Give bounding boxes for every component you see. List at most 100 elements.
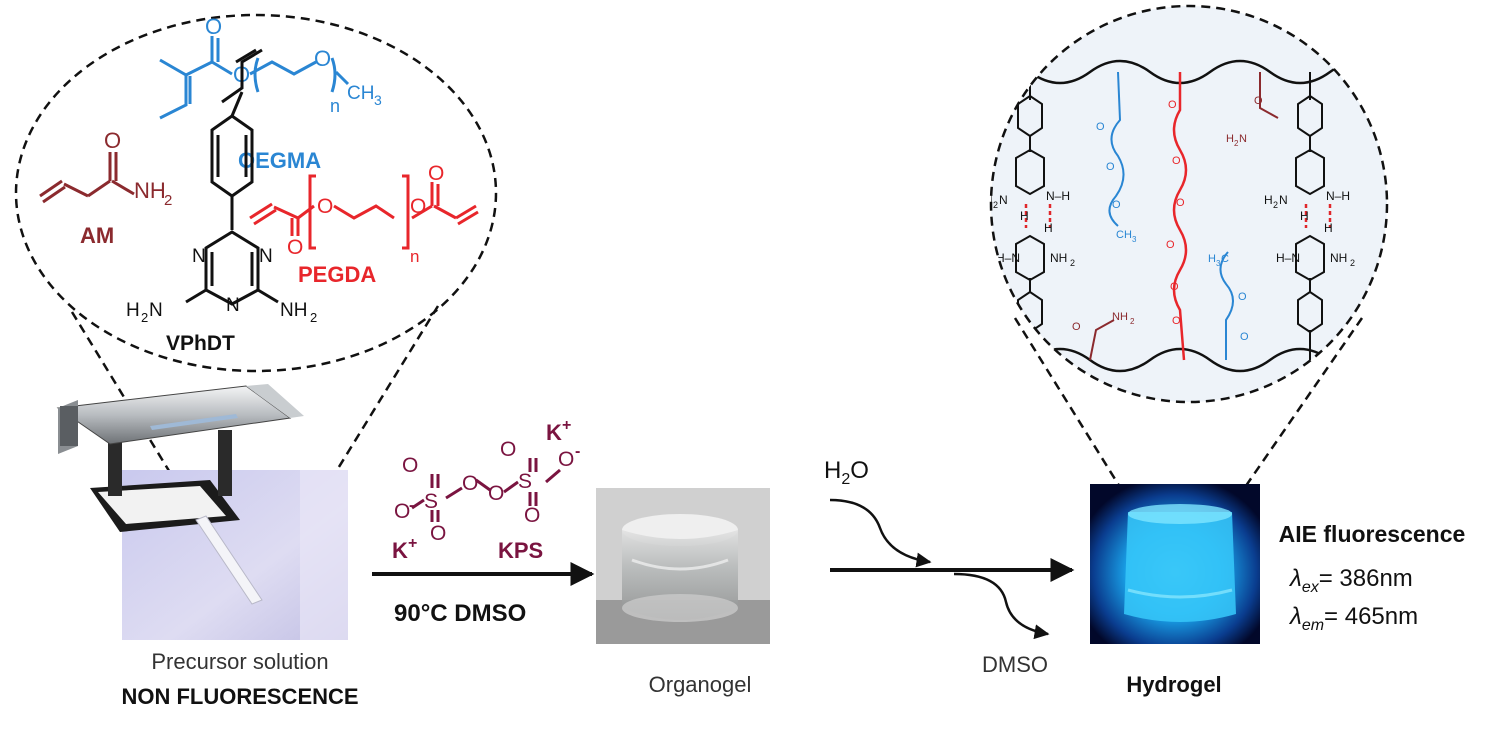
svg-text:H: H bbox=[1300, 209, 1309, 223]
svg-text:O: O bbox=[1096, 121, 1105, 133]
svg-text:3: 3 bbox=[374, 92, 382, 108]
svg-text:O: O bbox=[314, 46, 331, 71]
svg-text:CH: CH bbox=[347, 83, 374, 104]
svg-text:n: n bbox=[330, 96, 340, 116]
svg-text:O: O bbox=[1170, 281, 1179, 293]
svg-text:O: O bbox=[500, 438, 516, 461]
svg-text:H: H bbox=[1226, 133, 1234, 145]
svg-text:N: N bbox=[1239, 133, 1247, 145]
pegda-label: PEGDA bbox=[298, 262, 376, 287]
svg-text:NH: NH bbox=[134, 178, 166, 203]
svg-text:H: H bbox=[126, 300, 140, 321]
svg-text:O: O bbox=[1254, 95, 1263, 107]
svg-text:H: H bbox=[984, 193, 993, 207]
svg-text:O: O bbox=[558, 448, 574, 471]
svg-text:H: H bbox=[1208, 253, 1216, 265]
hydrogel-photo bbox=[1090, 484, 1260, 644]
svg-text:2: 2 bbox=[1070, 258, 1075, 268]
svg-text:NH: NH bbox=[280, 300, 307, 321]
organogel-caption: Organogel bbox=[649, 672, 752, 697]
svg-text:NH: NH bbox=[1112, 311, 1128, 323]
svg-text:n: n bbox=[410, 247, 419, 266]
svg-text:C: C bbox=[1221, 253, 1229, 265]
am-structure bbox=[39, 152, 135, 204]
svg-text:S: S bbox=[518, 470, 532, 493]
svg-text:O: O bbox=[104, 128, 121, 153]
svg-text:N–H: N–H bbox=[1046, 189, 1070, 203]
am-atoms: O NH 2 bbox=[104, 128, 172, 209]
svg-text:2: 2 bbox=[1350, 258, 1355, 268]
svg-text:N: N bbox=[1279, 193, 1288, 207]
svg-text:2: 2 bbox=[141, 310, 148, 325]
svg-text:-: - bbox=[575, 443, 580, 460]
pegda-structure bbox=[249, 174, 479, 250]
svg-text:H: H bbox=[1020, 209, 1029, 223]
kps-label: KPS bbox=[498, 538, 543, 563]
dmso-out-label: DMSO bbox=[982, 652, 1048, 677]
reaction-conditions: 90°C DMSO bbox=[394, 600, 526, 627]
svg-text:3: 3 bbox=[1132, 235, 1137, 244]
svg-text:N: N bbox=[149, 300, 163, 321]
svg-text:NH: NH bbox=[1050, 251, 1067, 265]
oegma-atoms: O O O n CH 3 bbox=[205, 14, 382, 116]
water-label: H2O bbox=[824, 457, 869, 488]
svg-text:2: 2 bbox=[310, 310, 317, 325]
precursor-caption: Precursor solution bbox=[151, 649, 328, 674]
svg-text:NH: NH bbox=[1330, 251, 1347, 265]
svg-text:K: K bbox=[392, 538, 408, 563]
svg-text:2: 2 bbox=[1273, 200, 1278, 210]
svg-text:2: 2 bbox=[1234, 139, 1239, 148]
svg-text:O: O bbox=[524, 504, 540, 527]
svg-text:K: K bbox=[546, 420, 562, 445]
am-label: AM bbox=[80, 223, 114, 248]
svg-text:O: O bbox=[394, 500, 410, 523]
svg-text:N: N bbox=[259, 246, 273, 267]
oegma-label: OEGMA bbox=[238, 148, 321, 173]
svg-text:O: O bbox=[205, 14, 222, 39]
svg-text:O: O bbox=[428, 162, 444, 185]
svg-text:O: O bbox=[1168, 99, 1177, 111]
hydrogel-caption: Hydrogel bbox=[1126, 672, 1221, 697]
svg-text:N–H: N–H bbox=[1326, 189, 1350, 203]
svg-text:CH: CH bbox=[1116, 229, 1132, 241]
svg-text:O: O bbox=[430, 522, 446, 545]
oegma-structure bbox=[159, 36, 350, 120]
svg-text:O: O bbox=[287, 236, 303, 259]
emission-wavelength: λem= 465nm bbox=[1288, 603, 1418, 634]
kps-atoms: O S O O S O O O O O bbox=[394, 438, 574, 545]
svg-text:2: 2 bbox=[1130, 317, 1135, 326]
kps-structure bbox=[411, 458, 561, 522]
svg-text:H: H bbox=[1324, 221, 1333, 235]
vphdt-label: VPhDT bbox=[166, 332, 235, 355]
svg-text:O: O bbox=[1240, 331, 1249, 343]
pegda-atoms: O O O O n bbox=[287, 162, 444, 266]
vphdt-atoms: N N N H 2 N NH 2 bbox=[126, 246, 317, 325]
svg-text:3: 3 bbox=[1216, 259, 1221, 268]
svg-text:O: O bbox=[1176, 197, 1185, 209]
svg-text:H–N: H–N bbox=[996, 251, 1020, 265]
svg-text:O: O bbox=[462, 472, 478, 495]
svg-text:O: O bbox=[1172, 155, 1181, 167]
svg-text:O: O bbox=[1172, 315, 1181, 327]
svg-text:O: O bbox=[1072, 321, 1081, 333]
svg-text:2: 2 bbox=[993, 200, 998, 210]
kps-charges: K + - - K + bbox=[392, 417, 580, 563]
svg-text:+: + bbox=[562, 417, 571, 434]
svg-text:H: H bbox=[1264, 193, 1273, 207]
svg-text:O: O bbox=[1166, 239, 1175, 251]
organogel-photo bbox=[596, 488, 770, 644]
svg-text:N: N bbox=[226, 295, 240, 316]
svg-text:N: N bbox=[999, 193, 1008, 207]
svg-text:-: - bbox=[409, 497, 414, 514]
svg-text:O: O bbox=[1112, 199, 1121, 211]
svg-text:O: O bbox=[1106, 161, 1115, 173]
excitation-wavelength: λex= 386nm bbox=[1288, 565, 1413, 596]
aie-fluorescence-label: AIE fluorescence bbox=[1279, 521, 1466, 547]
svg-text:S: S bbox=[424, 490, 438, 513]
precursor-photo bbox=[56, 384, 348, 640]
svg-text:O: O bbox=[1238, 291, 1247, 303]
svg-text:N: N bbox=[192, 246, 206, 267]
svg-text:+: + bbox=[408, 535, 417, 552]
